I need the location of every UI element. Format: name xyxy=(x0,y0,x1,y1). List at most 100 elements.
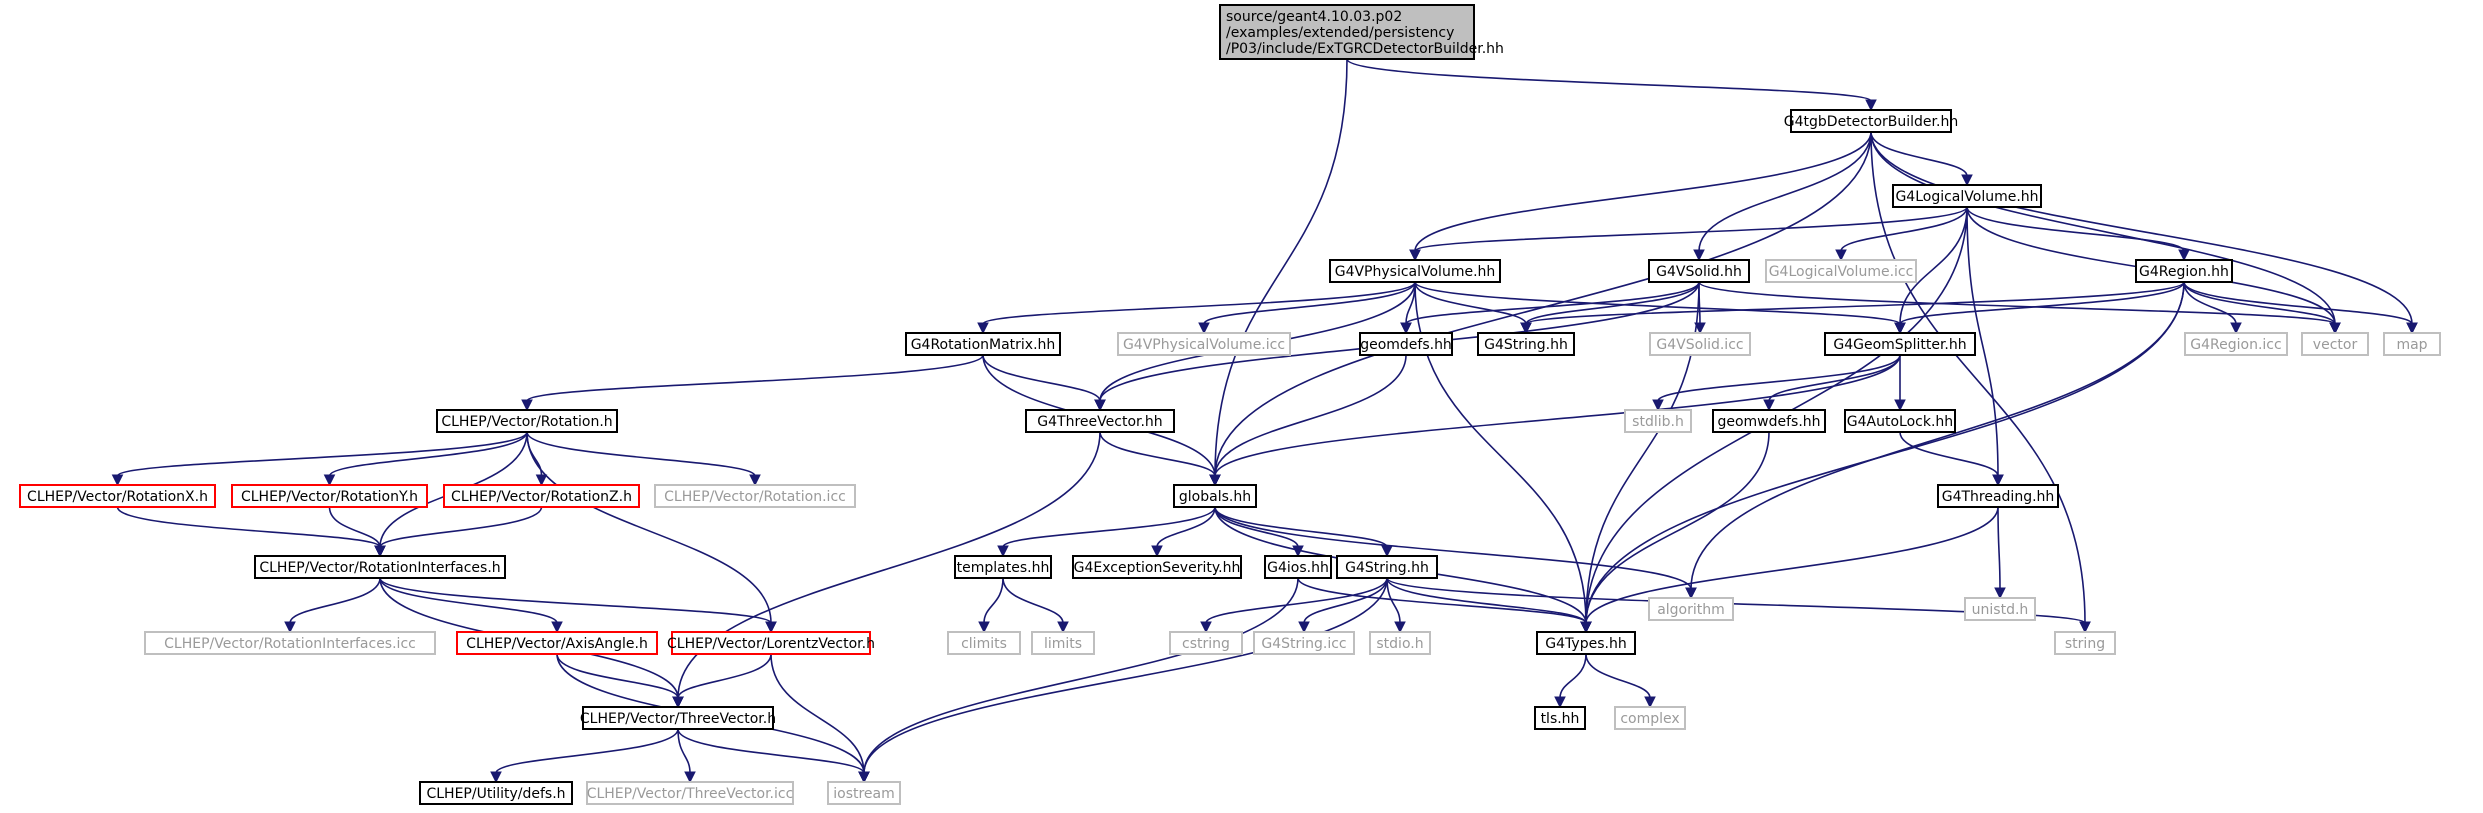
edge-g4lv-to-g4lvicc xyxy=(1835,206,1968,262)
node-clhep-roty[interactable]: CLHEP/Vector/RotationY.h xyxy=(231,484,428,508)
node-g4threevector[interactable]: G4ThreeVector.hh xyxy=(1025,409,1175,433)
node-algorithm[interactable]: algorithm xyxy=(1648,597,1734,621)
node-label: G4String.hh xyxy=(1345,560,1429,576)
edge-g4tgb-to-g4vsolid xyxy=(1693,131,1872,262)
root-path-line: /P03/include/ExTGRCDetectorBuilder.hh xyxy=(1226,41,1504,57)
node-unistd[interactable]: unistd.h xyxy=(1964,597,2036,621)
edge-clhep_lorentz-to-iostream xyxy=(770,653,870,784)
node-string[interactable]: string xyxy=(2054,631,2116,655)
edge-g4threading-to-g4types xyxy=(1580,506,1999,634)
node-clhep-rotinticc[interactable]: CLHEP/Vector/RotationInterfaces.icc xyxy=(144,631,436,655)
node-label: CLHEP/Vector/RotationInterfaces.icc xyxy=(164,636,416,652)
node-cstring[interactable]: cstring xyxy=(1169,631,1243,655)
node-stdlib[interactable]: stdlib.h xyxy=(1624,409,1692,433)
node-templates[interactable]: templates.hh xyxy=(954,555,1052,579)
node-g4types[interactable]: G4Types.hh xyxy=(1536,631,1636,655)
node-label: G4VPhysicalVolume.hh xyxy=(1335,264,1496,280)
node-label: CLHEP/Utility/defs.h xyxy=(426,786,565,802)
node-label: CLHEP/Vector/ThreeVector.icc xyxy=(587,786,794,802)
node-g4rotm[interactable]: G4RotationMatrix.hh xyxy=(905,332,1061,356)
node-label: complex xyxy=(1620,711,1679,727)
edge-g4rotm-to-g4threevector xyxy=(982,354,1106,412)
node-g4stringicc[interactable]: G4String.icc xyxy=(1253,631,1355,655)
node-g4threading[interactable]: G4Threading.hh xyxy=(1937,484,2059,508)
node-stdio[interactable]: stdio.h xyxy=(1369,631,1431,655)
node-label: G4LogicalVolume.hh xyxy=(1895,189,2038,205)
node-g4regionicc[interactable]: G4Region.icc xyxy=(2184,332,2288,356)
node-label: cstring xyxy=(1182,636,1230,652)
edge-globals-to-templates xyxy=(997,506,1216,558)
node-geomdefs[interactable]: geomdefs.hh xyxy=(1359,332,1453,356)
node-clhep-lorentz[interactable]: CLHEP/Vector/LorentzVector.h xyxy=(667,631,875,655)
node-label: algorithm xyxy=(1657,602,1725,618)
edge-g4vsolid-to-geomdefs xyxy=(1400,281,1700,335)
node-globals[interactable]: globals.hh xyxy=(1173,484,1257,508)
edge-globals-to-g4exceptionseverity xyxy=(1151,506,1216,558)
node-clhep-roticc[interactable]: CLHEP/Vector/Rotation.icc xyxy=(654,484,856,508)
node-clhep-threevector[interactable]: CLHEP/Vector/ThreeVector.h xyxy=(580,706,776,730)
edge-g4vpv-to-g4rotm xyxy=(977,281,1416,335)
node-g4vsolidicc[interactable]: G4VSolid.icc xyxy=(1649,332,1751,356)
node-label: stdio.h xyxy=(1376,636,1423,652)
node-label: map xyxy=(2396,337,2427,353)
edge-g4autolock-to-g4threading xyxy=(1899,431,2004,487)
node-label: G4VSolid.hh xyxy=(1656,264,1742,280)
node-g4string[interactable]: G4String.hh xyxy=(1477,332,1575,356)
edge-g4stringhh2-to-string xyxy=(1386,577,2091,634)
node-g4ios[interactable]: G4ios.hh xyxy=(1264,555,1332,579)
edge-clhep_threevector-to-clhep_defs xyxy=(490,728,679,784)
node-g4vpv[interactable]: G4VPhysicalVolume.hh xyxy=(1329,259,1501,283)
node-tls[interactable]: tls.hh xyxy=(1534,706,1586,730)
edge-g4geomsplitter-to-g4autolock xyxy=(1894,354,1906,412)
node-g4lv[interactable]: G4LogicalVolume.hh xyxy=(1892,184,2042,208)
edge-globals-to-g4stringhh2 xyxy=(1214,506,1393,558)
node-climits[interactable]: climits xyxy=(947,631,1021,655)
node-label: tls.hh xyxy=(1541,711,1580,727)
node-g4stringhh2[interactable]: G4String.hh xyxy=(1336,555,1438,579)
edge-g4stringhh2-to-g4types xyxy=(1386,577,1592,634)
node-complex[interactable]: complex xyxy=(1614,706,1686,730)
node-g4region[interactable]: G4Region.hh xyxy=(2135,259,2233,283)
edge-g4region-to-vector xyxy=(2183,281,2341,335)
edge-clhep_lorentz-to-clhep_threevector xyxy=(672,653,772,709)
node-label: geomwdefs.hh xyxy=(1717,414,1820,430)
node-g4exceptionseverity[interactable]: G4ExceptionSeverity.hh xyxy=(1072,555,1242,579)
node-label: geomdefs.hh xyxy=(1360,337,1452,353)
node-g4lvicc[interactable]: G4LogicalVolume.icc xyxy=(1765,259,1917,283)
node-label: G4VPhysicalVolume.icc xyxy=(1123,337,1285,353)
node-g4autolock[interactable]: G4AutoLock.hh xyxy=(1844,409,1956,433)
edge-geomdefs-to-globals xyxy=(1209,354,1407,487)
edge-g4stringhh2-to-iostream xyxy=(858,577,1388,784)
node-clhep-rotation[interactable]: CLHEP/Vector/Rotation.h xyxy=(436,409,618,433)
node-label: templates.hh xyxy=(957,560,1050,576)
node-label: CLHEP/Vector/RotationZ.h xyxy=(451,489,632,505)
node-label: CLHEP/Vector/LorentzVector.h xyxy=(667,636,875,652)
node-clhep-rotz[interactable]: CLHEP/Vector/RotationZ.h xyxy=(443,484,640,508)
node-g4tgb[interactable]: G4tgbDetectorBuilder.hh xyxy=(1784,109,1958,133)
node-vector[interactable]: vector xyxy=(2301,332,2369,356)
node-iostream[interactable]: iostream xyxy=(827,781,901,805)
edge-clhep_rotint-to-clhep_lorentz xyxy=(379,577,777,634)
node-label: G4Region.icc xyxy=(2190,337,2281,353)
node-geomwdefs[interactable]: geomwdefs.hh xyxy=(1712,409,1826,433)
node-clhep-rotint[interactable]: CLHEP/Vector/RotationInterfaces.h xyxy=(254,555,506,579)
node-clhep-tvicc[interactable]: CLHEP/Vector/ThreeVector.icc xyxy=(586,781,794,805)
edge-g4region-to-g4string xyxy=(1520,281,2185,335)
node-limits[interactable]: limits xyxy=(1031,631,1095,655)
node-label: unistd.h xyxy=(1972,602,2029,618)
edge-clhep_threevector-to-iostream xyxy=(677,728,870,784)
node-clhep-rotx[interactable]: CLHEP/Vector/RotationX.h xyxy=(19,484,216,508)
node-g4vsolid[interactable]: G4VSolid.hh xyxy=(1648,259,1750,283)
node-g4geomsplitter[interactable]: G4GeomSplitter.hh xyxy=(1824,332,1976,356)
node-label: iostream xyxy=(833,786,895,802)
node-label: G4ExceptionSeverity.hh xyxy=(1074,560,1241,576)
node-map[interactable]: map xyxy=(2383,332,2441,356)
edge-root-to-globals xyxy=(1209,58,1348,487)
edge-clhep_rotz-to-clhep_rotint xyxy=(374,506,543,558)
node-g4vpvicc[interactable]: G4VPhysicalVolume.icc xyxy=(1117,332,1291,356)
node-clhep-defs[interactable]: CLHEP/Utility/defs.h xyxy=(419,781,573,805)
node-root[interactable]: source/geant4.10.03.p02/examples/extende… xyxy=(1219,4,1504,60)
node-clhep-axisangle[interactable]: CLHEP/Vector/AxisAngle.h xyxy=(456,631,658,655)
node-label: G4Types.hh xyxy=(1545,636,1626,652)
node-label: CLHEP/Vector/ThreeVector.h xyxy=(580,711,776,727)
